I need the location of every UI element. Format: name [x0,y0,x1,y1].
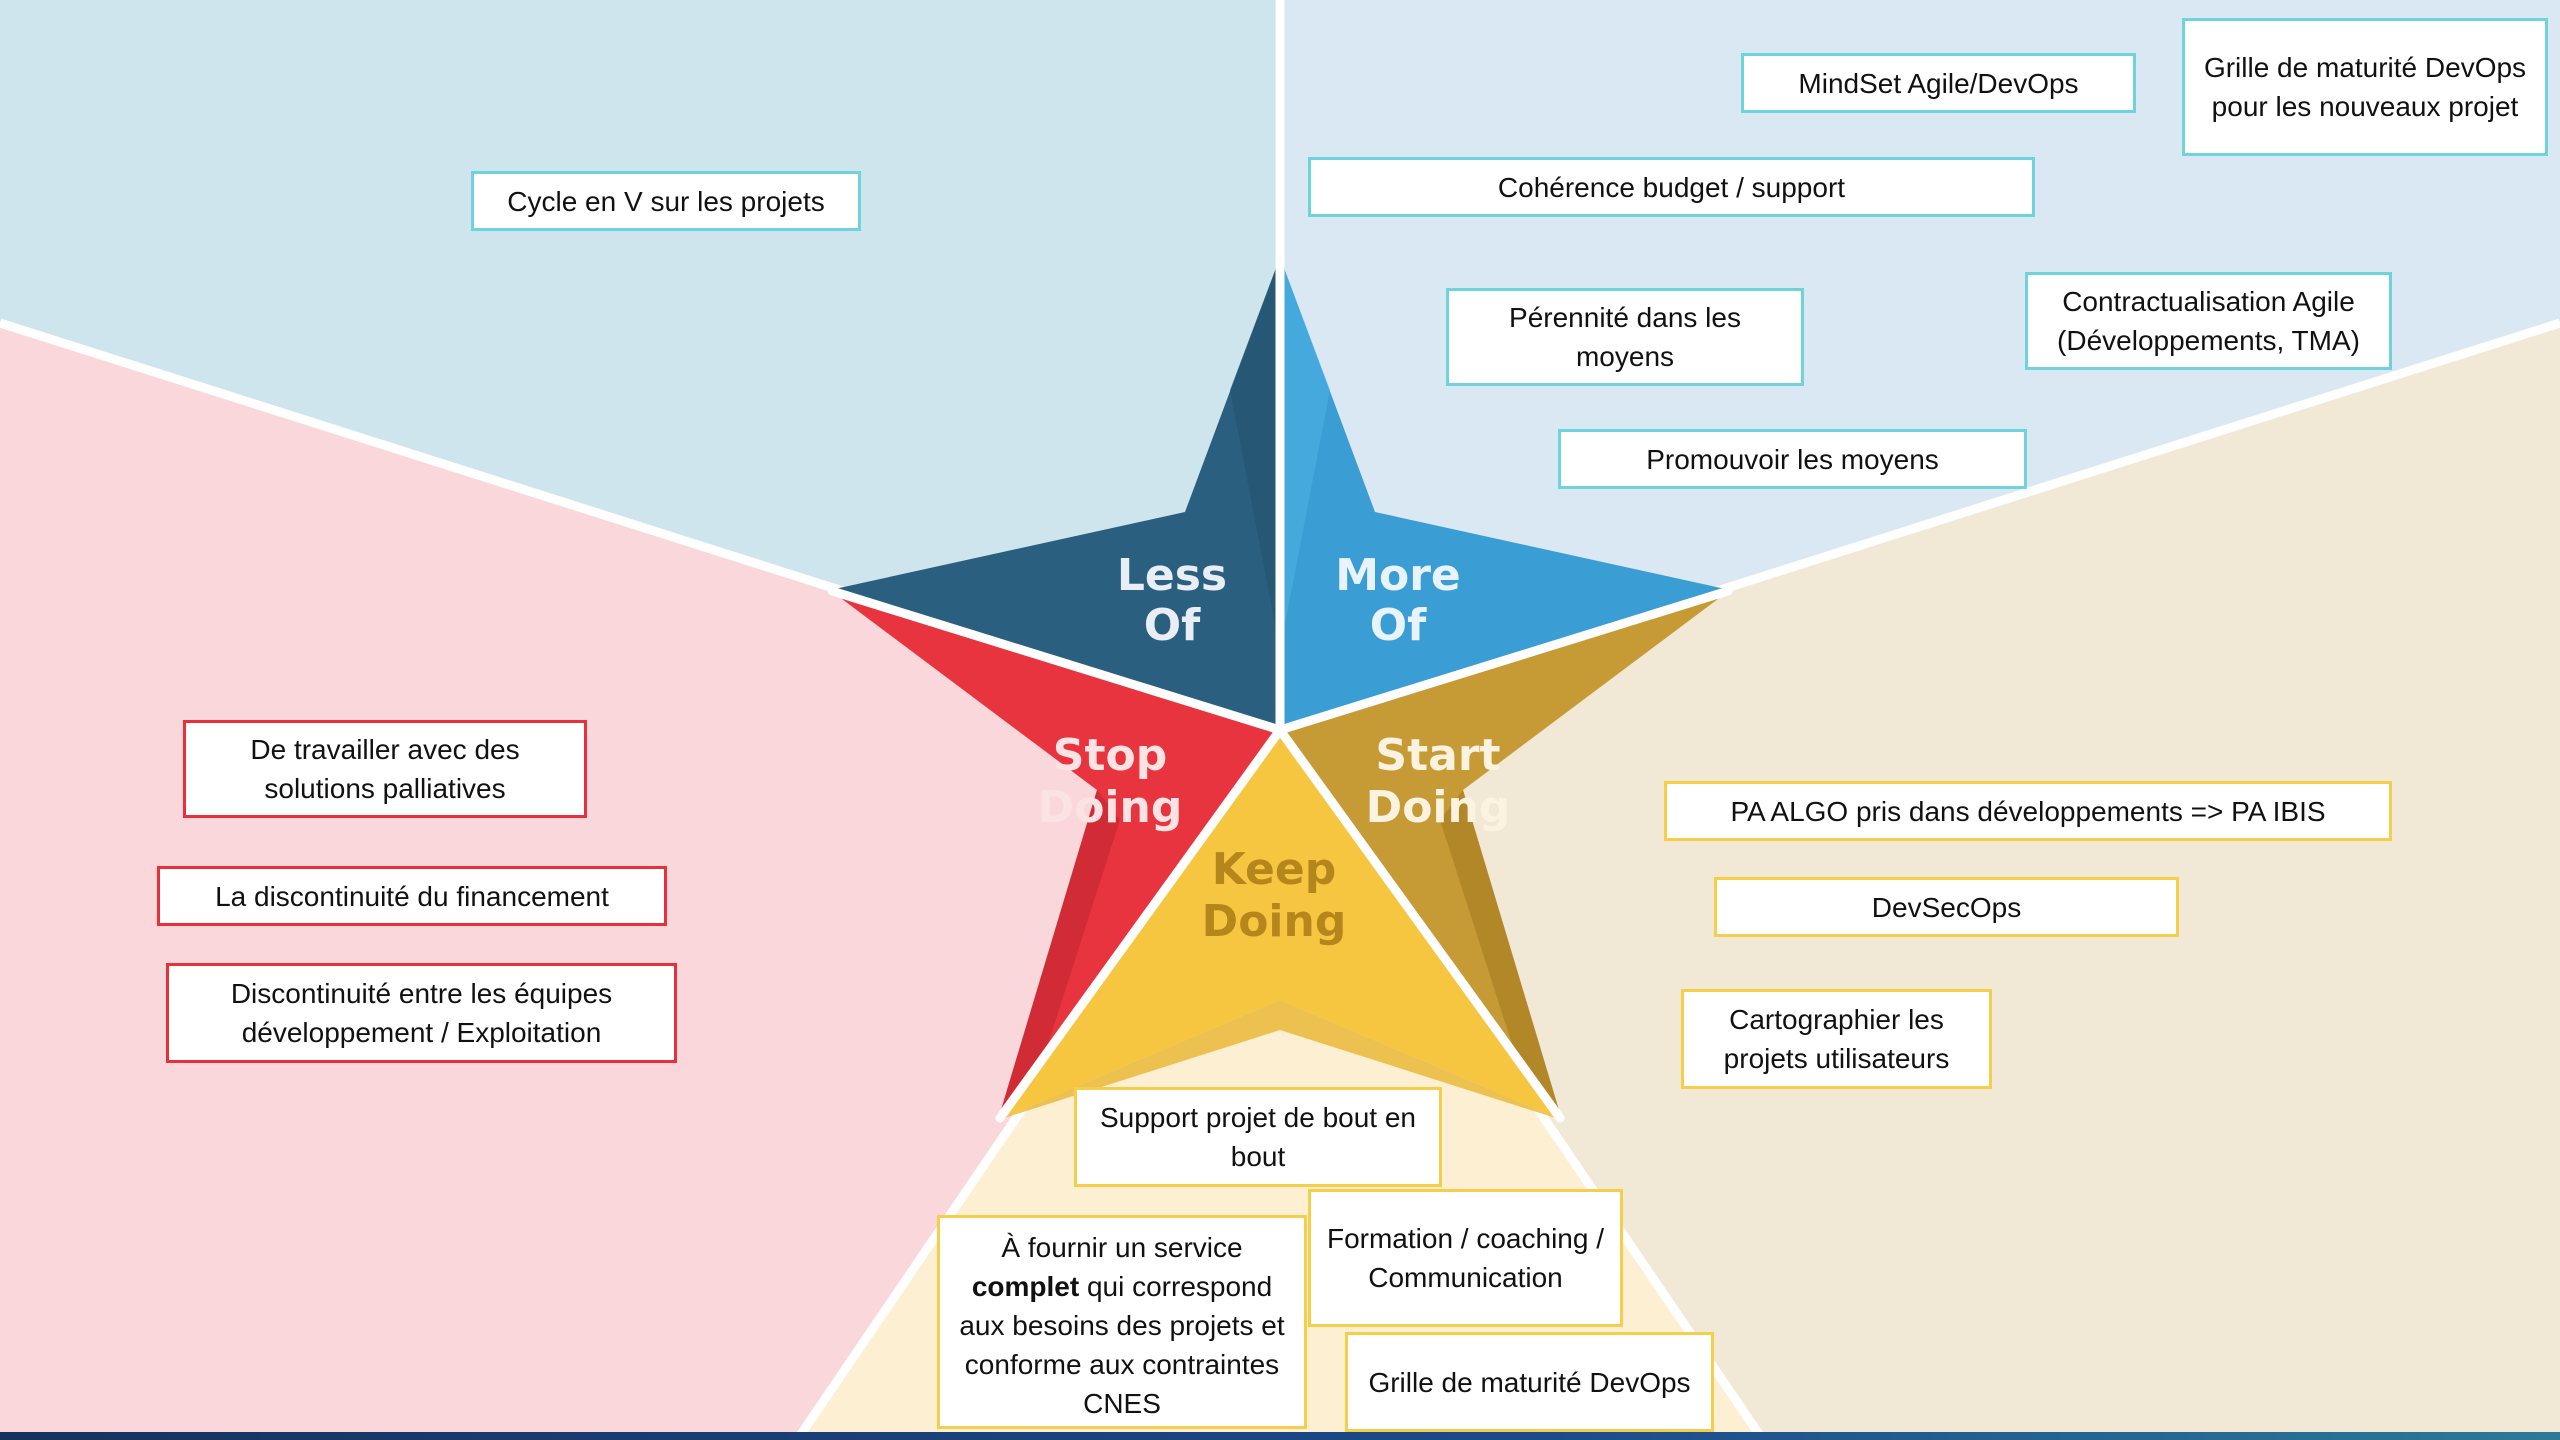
star [830,268,1730,1120]
less-of-label-line2: Of [1144,600,1201,651]
star-stop-doing [830,590,1280,1120]
start-doing-note: DevSecOps [1714,877,2179,937]
star-less-of-shade [1230,268,1280,730]
more-of-note: Cohérence budget / support [1308,157,2035,217]
star-start-doing-shade [1440,790,1562,1120]
start-doing-note: PA ALGO pris dans développements => PA I… [1664,781,2392,841]
service-text-start: À fournir un service [1001,1232,1243,1263]
stop-doing-label-line1: Stop [1053,730,1167,781]
star-stop-doing-shade [998,790,1120,1120]
stop-doing-note: Discontinuité entre les équipes développ… [166,963,677,1063]
bottom-accent-bar [0,1432,2560,1440]
stop-doing-label-line2: Doing [1038,782,1183,833]
keep-doing-note: Grille de maturité DevOps [1345,1332,1714,1432]
keep-doing-note: Formation / coaching / Communication [1308,1189,1623,1327]
star-keep-doing [998,730,1562,1120]
more-of-note: Pérennité dans les moyens [1446,288,1804,386]
keep-doing-label-line1: Keep [1212,844,1337,895]
stop-doing-note: De travailler avec des solutions palliat… [183,720,587,818]
service-text-end: qui correspond aux besoins des projets e… [959,1271,1285,1419]
start-doing-label-line2: Doing [1366,782,1511,833]
more-of-note: Promouvoir les moyens [1558,429,2027,489]
start-doing-label-line1: Start [1375,730,1500,781]
star-keep-doing-shade [998,1000,1562,1120]
more-of-note: Grille de maturité DevOps pour les nouve… [2182,18,2548,156]
more-of-label-line2: Of [1370,600,1427,651]
star-less-of [830,268,1280,730]
more-of-label-line1: More [1335,550,1461,601]
star-more-of-shade [1280,268,1330,730]
service-text-bold: complet [971,1271,1080,1302]
stop-doing-note: La discontinuité du financement [157,866,667,926]
keep-doing-note-service: À fournir un service complet qui corresp… [937,1215,1307,1429]
more-of-note: Contractualisation Agile (Développements… [2025,272,2392,370]
less-of-label-line1: Less [1117,550,1227,601]
keep-doing-note: Support projet de bout en bout [1074,1087,1442,1187]
less-of-note: Cycle en V sur les projets [471,171,861,231]
start-doing-note: Cartographier les projets utilisateurs [1681,989,1992,1089]
star-more-of [1280,268,1730,730]
star-start-doing [1280,590,1730,1120]
less-of-sector [0,0,1280,730]
more-of-note: MindSet Agile/DevOps [1741,53,2136,113]
keep-doing-label-line2: Doing [1202,896,1347,947]
